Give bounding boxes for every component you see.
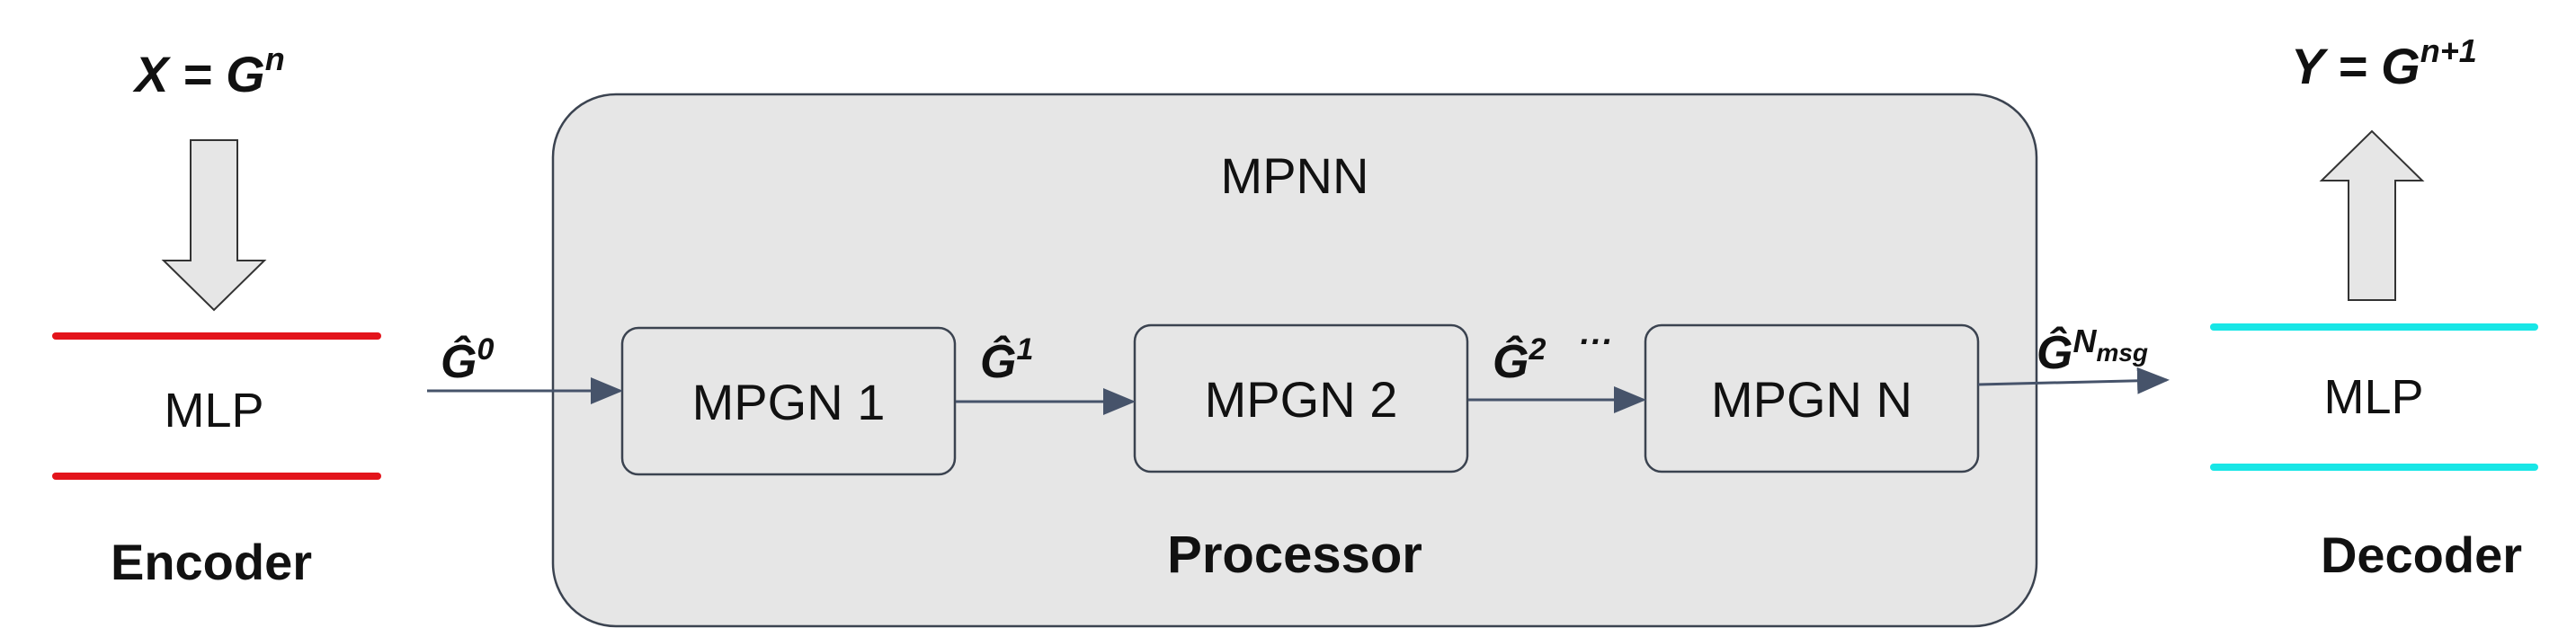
encoder-mlp-label: MLP xyxy=(164,384,263,438)
edge-label-g1: Ĝ1 xyxy=(980,332,1033,388)
edge-ellipsis: ··· xyxy=(1578,323,1612,361)
encoder-caption: Encoder xyxy=(111,534,312,590)
decoder-top-accent xyxy=(2210,323,2538,331)
mpgn-block-n-label: MPGN N xyxy=(1711,371,1912,428)
mpgn-block-2-label: MPGN 2 xyxy=(1205,371,1398,428)
edge-label-g0: Ĝ0 xyxy=(441,332,494,388)
mpgn-block-2: MPGN 2 xyxy=(1133,323,1469,473)
mpgn-block-1-label: MPGN 1 xyxy=(692,374,886,430)
decoder-bottom-accent xyxy=(2210,464,2538,471)
encoder-bottom-accent xyxy=(52,473,381,480)
edge-label-gnmsg: ĜNmsg xyxy=(2037,323,2148,379)
output-up-arrow xyxy=(2319,129,2425,301)
input-label: X = Gn xyxy=(132,40,285,102)
mpgn-block-1: MPGN 1 xyxy=(620,326,957,476)
processor-caption: Processor xyxy=(1167,526,1422,584)
decoder-mlp-box: MLP xyxy=(2210,323,2538,471)
encoder-top-accent xyxy=(52,332,381,340)
edge-label-g2: Ĝ2 xyxy=(1493,332,1546,388)
mpgn-block-n: MPGN N xyxy=(1644,323,1980,473)
encoder-mlp-box: MLP xyxy=(52,332,381,480)
input-down-arrow xyxy=(161,139,267,312)
edge-mpgnn-to-decoder xyxy=(1977,367,2170,394)
decoder-caption: Decoder xyxy=(2321,526,2522,583)
output-label: Y = Gn+1 xyxy=(2291,32,2477,94)
processor-title: MPNN xyxy=(1221,147,1369,204)
decoder-mlp-label: MLP xyxy=(2323,370,2423,424)
